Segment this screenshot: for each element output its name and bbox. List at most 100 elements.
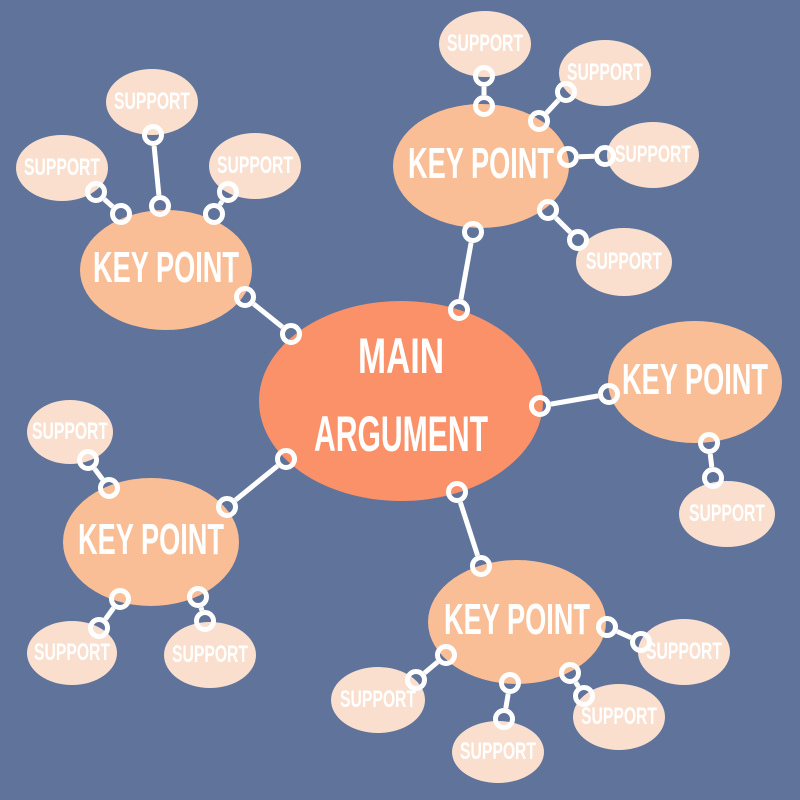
support-label: SUPPORT <box>447 30 523 57</box>
support-node[interactable]: SUPPORT <box>679 481 775 547</box>
ring-icon <box>462 221 484 243</box>
support-label: SUPPORT <box>114 88 190 115</box>
support-node[interactable]: SUPPORT <box>164 622 256 688</box>
support-ellipse[interactable] <box>106 69 198 135</box>
support-ellipse[interactable] <box>164 622 256 688</box>
ring-icon <box>88 617 110 639</box>
connector-support <box>554 216 572 234</box>
ring-icon <box>98 477 120 499</box>
connector-support <box>503 693 511 709</box>
ring-icon <box>275 448 297 470</box>
support-label: SUPPORT <box>586 248 662 275</box>
support-node[interactable]: SUPPORT <box>331 667 425 733</box>
support-node[interactable]: SUPPORT <box>607 122 699 188</box>
connector-support <box>151 145 162 196</box>
support-node[interactable]: SUPPORT <box>452 721 544 783</box>
main-label-line2: ARGUMENT <box>314 406 488 462</box>
support-label: SUPPORT <box>646 638 722 665</box>
ring-icon <box>473 65 495 87</box>
ring-icon <box>216 496 238 518</box>
ring-icon <box>448 299 470 321</box>
ring-icon <box>470 555 492 577</box>
connector-support <box>573 681 581 688</box>
connector-support <box>217 199 225 207</box>
support-label: SUPPORT <box>567 59 643 86</box>
support-node[interactable]: SUPPORT <box>106 69 198 135</box>
ring-icon <box>446 481 468 503</box>
ring-icon <box>473 95 495 117</box>
key-point-ellipse[interactable] <box>608 321 782 443</box>
key-point-label: KEY POINT <box>78 515 224 564</box>
ring-icon <box>702 467 724 489</box>
key-point-ellipse[interactable] <box>80 210 252 330</box>
support-node[interactable]: SUPPORT <box>209 133 301 199</box>
support-node[interactable]: SUPPORT <box>27 400 113 464</box>
support-ellipse[interactable] <box>27 400 113 464</box>
ring-icon <box>280 323 302 345</box>
ring-icon <box>573 685 595 707</box>
support-ellipse[interactable] <box>559 40 651 106</box>
support-cluster-bottom-left: SUPPORT SUPPORT SUPPORT <box>27 400 256 688</box>
support-label: SUPPORT <box>581 703 657 730</box>
support-ellipse[interactable] <box>16 135 108 201</box>
support-ellipse[interactable] <box>439 11 531 77</box>
ring-icon <box>567 229 589 251</box>
support-node[interactable]: SUPPORT <box>559 40 651 106</box>
ring-icon <box>537 199 559 221</box>
support-ellipse[interactable] <box>576 228 672 296</box>
key-point-label: KEY POINT <box>444 595 590 644</box>
ring-icon <box>85 181 107 203</box>
support-ellipse[interactable] <box>331 667 425 733</box>
ring-icon <box>194 610 216 632</box>
support-node[interactable]: SUPPORT <box>439 11 531 77</box>
support-label: SUPPORT <box>24 154 100 181</box>
key-point-ellipse[interactable] <box>393 104 569 228</box>
main-label-line1: MAIN <box>358 328 444 384</box>
support-ellipse[interactable] <box>573 684 665 750</box>
ring-icon <box>529 395 551 417</box>
support-node[interactable]: SUPPORT <box>638 619 730 685</box>
ring-icon <box>493 708 515 730</box>
ring-icon <box>109 588 131 610</box>
key-point-right[interactable]: KEY POINT <box>608 321 782 443</box>
key-point-label: KEY POINT <box>622 355 768 404</box>
support-ellipse[interactable] <box>452 721 544 783</box>
ring-icon <box>217 181 239 203</box>
key-point-top-left[interactable]: KEY POINT <box>80 210 252 330</box>
connector-lines <box>92 87 715 709</box>
ring-icon <box>110 203 132 225</box>
key-point-ellipse[interactable] <box>428 560 606 684</box>
connector-support <box>422 660 440 675</box>
key-point-ellipse[interactable] <box>63 478 239 606</box>
support-node[interactable]: SUPPORT <box>576 228 672 296</box>
support-ellipse[interactable] <box>679 481 775 547</box>
support-node[interactable]: SUPPORT <box>27 621 117 685</box>
ring-icon <box>203 203 225 225</box>
main-ellipse[interactable] <box>259 301 543 501</box>
key-point-top-right[interactable]: KEY POINT <box>393 104 569 228</box>
support-node[interactable]: SUPPORT <box>573 684 665 750</box>
connector-main-bottomleft <box>233 463 280 503</box>
key-point-bottom-right[interactable]: KEY POINT <box>428 560 606 684</box>
support-label: SUPPORT <box>172 641 248 668</box>
support-ellipse[interactable] <box>607 122 699 188</box>
connector-rings <box>77 65 724 730</box>
connector-support <box>198 606 205 612</box>
connector-support <box>616 629 632 640</box>
ring-icon <box>499 672 521 694</box>
ring-icon <box>557 146 579 168</box>
ring-icon <box>149 195 171 217</box>
connector-main-topleft <box>252 301 284 330</box>
ring-icon <box>598 383 620 405</box>
ring-icon <box>555 81 577 103</box>
key-point-bottom-left[interactable]: KEY POINT <box>63 478 239 606</box>
support-node[interactable]: SUPPORT <box>16 135 108 201</box>
support-label: SUPPORT <box>217 152 293 179</box>
connector-support <box>102 197 115 209</box>
support-ellipse[interactable] <box>638 619 730 685</box>
support-cluster-right: SUPPORT <box>679 481 775 547</box>
support-label: SUPPORT <box>340 686 416 713</box>
main-node[interactable]: MAIN ARGUMENT <box>259 301 543 501</box>
ring-icon <box>234 286 256 308</box>
connector-support <box>707 453 715 468</box>
